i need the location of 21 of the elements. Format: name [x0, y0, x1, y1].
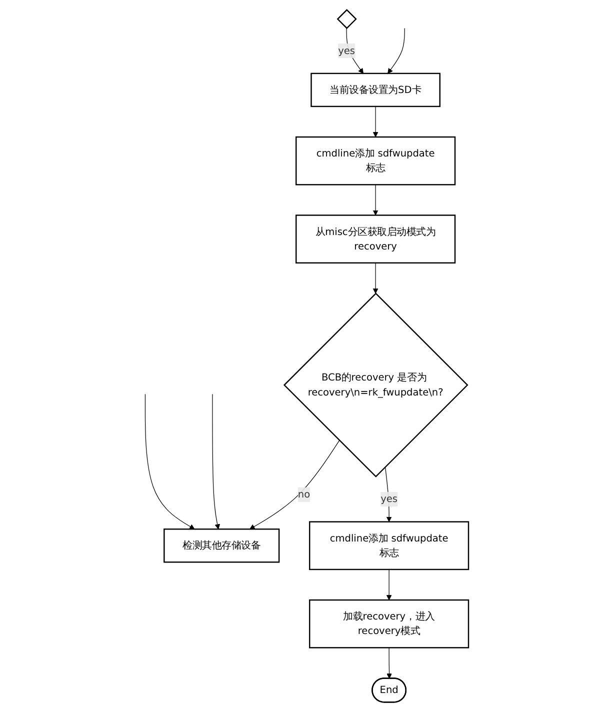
node-box: 从misc分区获取启动模式为recovery: [295, 214, 456, 264]
arrow: [212, 394, 220, 530]
node-box: cmdline添加 sdfwupdate标志: [295, 136, 456, 186]
node-box: 当前设备设置为SD卡: [310, 72, 440, 108]
arrow: [386, 569, 392, 600]
edge-label: no: [298, 488, 310, 500]
node-box: 加载recovery，进入recovery模式: [308, 599, 469, 648]
arrow: [386, 647, 392, 679]
node-diamond: BCB的recovery 是否为 recovery\n=rk_fwupdate\n?: [283, 292, 468, 478]
arrow: [346, 28, 364, 74]
arrow: [387, 28, 405, 74]
node-box: cmdline添加 sdfwupdate标志: [308, 521, 469, 570]
arrow: [372, 184, 378, 216]
edge-label: yes: [380, 493, 398, 505]
arrow: [372, 262, 378, 294]
arrow: [372, 106, 378, 138]
node-diamond: [336, 9, 357, 30]
node-box: 检测其他存储设备: [163, 528, 280, 563]
edge-label: yes: [338, 44, 355, 56]
arrow: [249, 440, 340, 530]
arrow: [144, 394, 194, 530]
